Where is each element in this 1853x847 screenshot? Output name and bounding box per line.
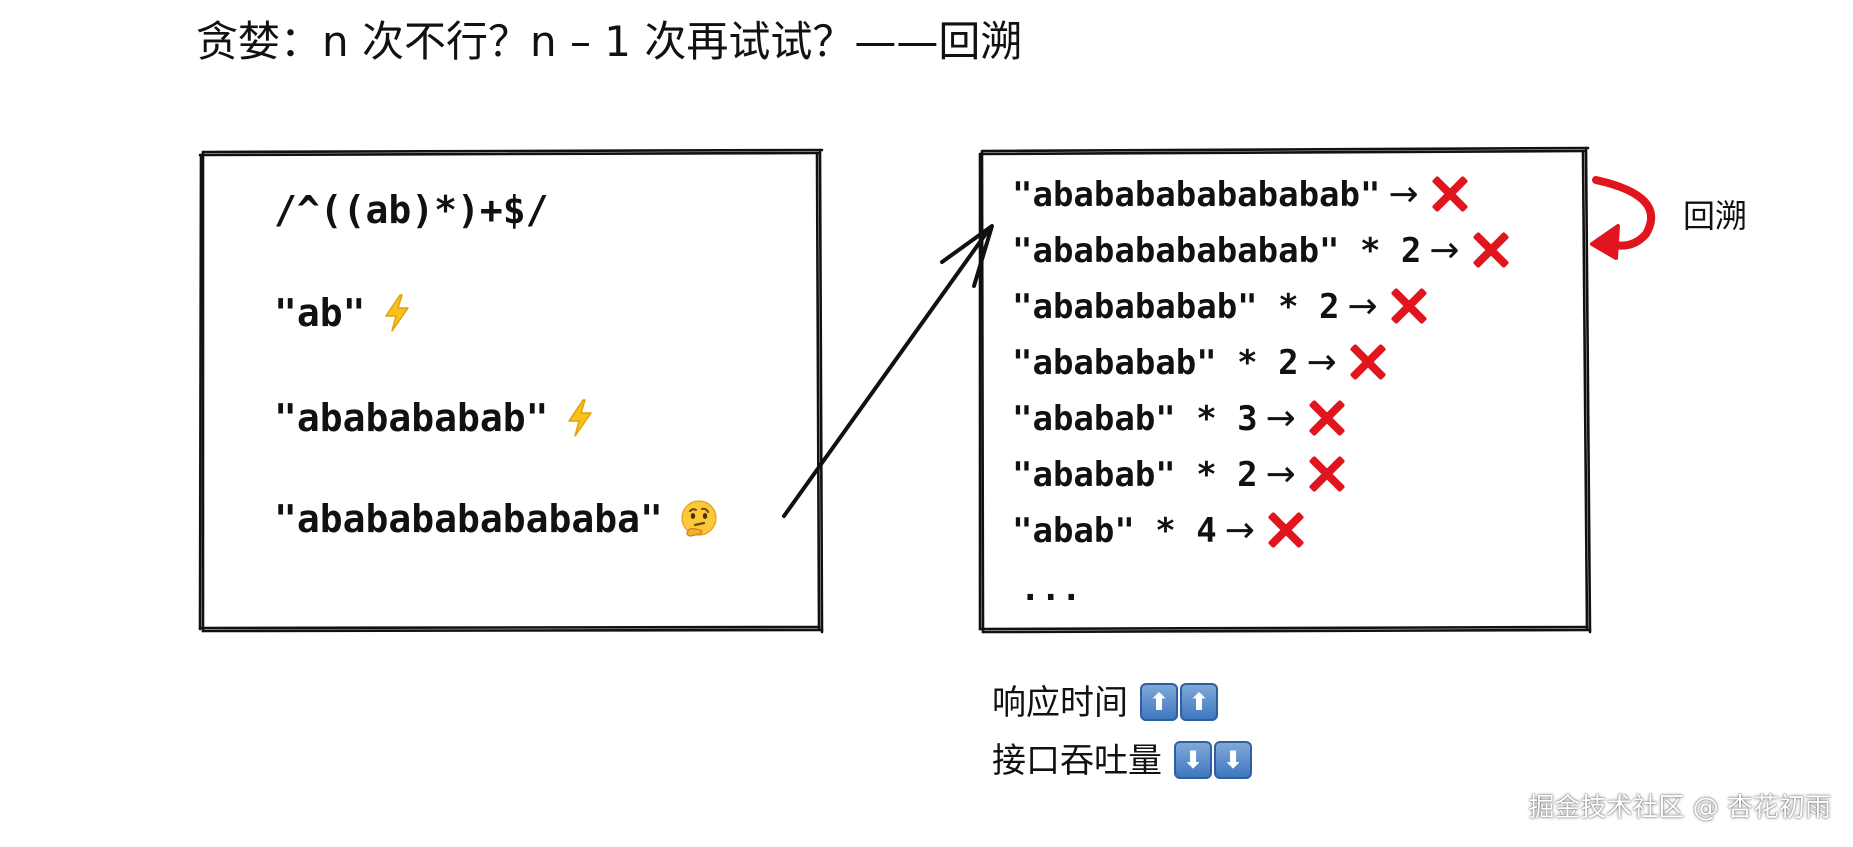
right-arrow-icon: → — [1306, 342, 1337, 383]
attempt-row-3: "ababababab" * 2→ — [1012, 284, 1428, 330]
up-arrow-icon: ⬆ — [1140, 682, 1178, 721]
red-cross-icon — [1347, 342, 1387, 382]
attempt-text: "abababababababab" — [1012, 175, 1381, 215]
down-arrow-icon: ⬇ — [1174, 740, 1212, 779]
attempt-row-6: "ababab" * 2→ — [1012, 452, 1346, 498]
right-arrow-icon: → — [1388, 174, 1419, 215]
up-arrow-icon: ⬆ — [1180, 682, 1218, 721]
backtrack-label: 回溯 — [1683, 197, 1748, 235]
attempt-row-5: "ababab" * 3→ — [1012, 396, 1346, 442]
case-text: "abababababababa" — [274, 497, 663, 541]
attempt-row-4: "abababab" * 2→ — [1012, 340, 1387, 386]
backtrack-arrow — [1590, 176, 1656, 260]
right-box — [978, 146, 1592, 634]
attempt-text: "ababababab" * 2 — [1012, 287, 1340, 327]
case-text: "ababababab" — [274, 396, 549, 440]
attempt-row-1: "abababababababab"→ — [1012, 172, 1469, 218]
case-row-2: "ababababab" — [274, 393, 597, 443]
attempt-row-2: "ababababababab" * 2→ — [1012, 228, 1510, 274]
red-cross-icon — [1306, 398, 1346, 438]
metric-label: 接口吞吐量 — [992, 741, 1162, 781]
red-cross-icon — [1306, 454, 1346, 494]
left-box — [198, 148, 824, 634]
red-cross-icon — [1470, 230, 1510, 270]
attempt-text: "ababababababab" * 2 — [1012, 231, 1422, 271]
metric-response-time: 响应时间 ⬆⬆ — [992, 680, 1218, 726]
attempt-text: "ababab" * 3 — [1012, 399, 1258, 439]
right-arrow-icon: → — [1265, 398, 1296, 439]
case-text: "ab" — [274, 291, 366, 335]
attempt-text: "ababab" * 2 — [1012, 455, 1258, 495]
right-arrow-icon: → — [1224, 510, 1255, 551]
case-row-3: "abababababababa" — [274, 494, 719, 544]
connector-arrow — [782, 224, 994, 518]
metric-label: 响应时间 — [992, 683, 1128, 723]
watermark: 掘金技术社区 @ 杏花初雨 — [1528, 793, 1831, 823]
red-cross-icon — [1429, 174, 1469, 214]
right-arrow-icon: → — [1429, 230, 1460, 271]
right-arrow-icon: → — [1347, 286, 1378, 327]
thinking-face-icon — [681, 499, 717, 537]
red-cross-icon — [1265, 510, 1305, 550]
attempt-text: "abababab" * 2 — [1012, 343, 1299, 383]
attempt-text: "abab" * 4 — [1012, 511, 1217, 551]
attempt-ellipsis: ... — [1020, 569, 1082, 609]
attempt-row-7: "abab" * 4→ — [1012, 508, 1305, 554]
regex-pattern: /^((ab)*)+$/ — [274, 188, 549, 232]
case-row-1: "ab" — [274, 288, 414, 338]
diagram-title: 贪婪：n 次不行？n – 1 次再试试？——回溯 — [196, 17, 1023, 66]
right-arrow-icon: → — [1265, 454, 1296, 495]
lightning-icon — [567, 398, 592, 437]
red-cross-icon — [1388, 286, 1428, 326]
down-arrow-icon: ⬇ — [1214, 740, 1252, 779]
lightning-icon — [384, 293, 409, 332]
metric-throughput: 接口吞吐量 ⬇⬇ — [992, 738, 1252, 784]
